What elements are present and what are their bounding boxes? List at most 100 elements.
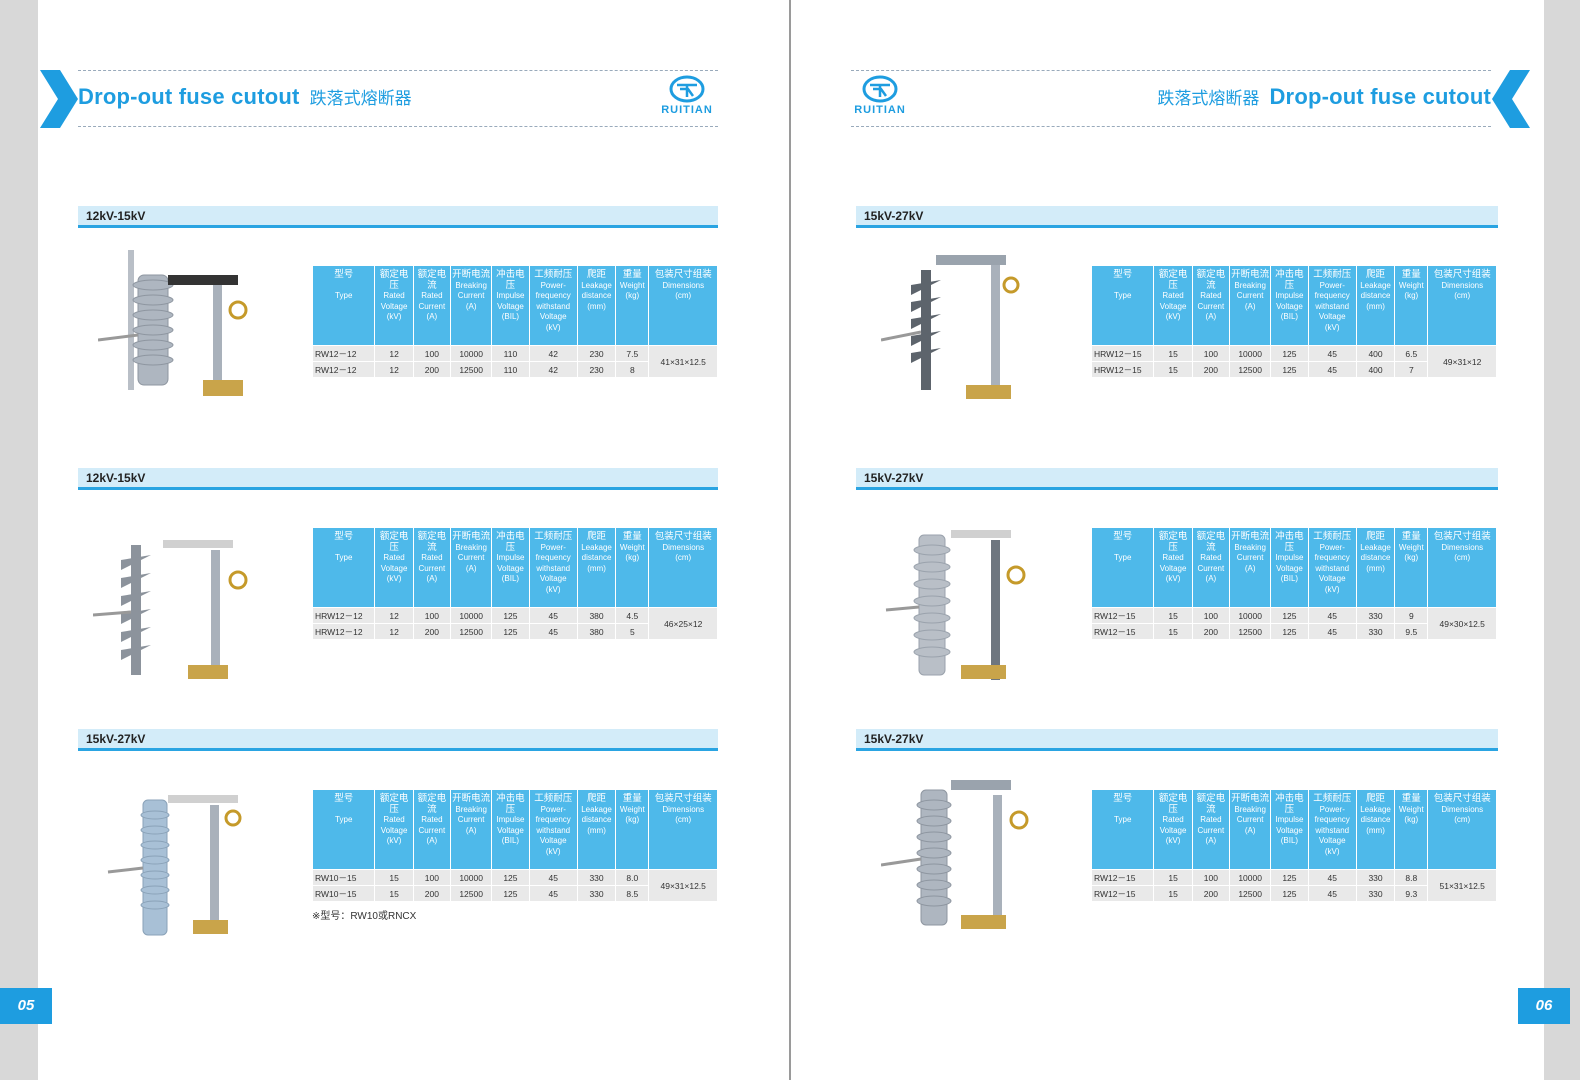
table-cell: 330 [1355, 869, 1396, 886]
table-cell: 9.3 [1394, 885, 1429, 902]
table-cell: 100 [412, 607, 452, 624]
table-cell: 45 [1307, 885, 1357, 902]
table-cell: 8.8 [1394, 869, 1429, 886]
table-cell: 10000 [1228, 345, 1272, 362]
table-cell: 9.5 [1394, 623, 1429, 640]
table-cell: 10000 [449, 345, 493, 362]
table-cell: 15 [1153, 623, 1193, 640]
table-cell: 10000 [449, 607, 493, 624]
table-cell: 125 [1270, 607, 1309, 624]
section-bar: 15kV-27kV [856, 468, 1498, 490]
table-cell: 100 [1191, 607, 1231, 624]
dimensions-cell: 41×31×12.5 [648, 345, 718, 378]
page-header: Drop-out fuse cutout 跌落式熔断器 RUITIAN [78, 70, 718, 128]
dimensions-cell: 49×31×12 [1427, 345, 1497, 378]
table-cell: 12500 [449, 885, 493, 902]
table-cell: 45 [528, 607, 578, 624]
model-note: ※型号：RW10或RNCX [312, 911, 417, 922]
table-cell: 125 [491, 607, 530, 624]
dimensions-cell: 46×25×12 [648, 607, 718, 640]
brand-logo: RUITIAN [654, 74, 720, 124]
table-cell: 125 [1270, 869, 1309, 886]
table-cell: 125 [491, 623, 530, 640]
table-cell: 12500 [1228, 623, 1272, 640]
fuse-cutout-image [880, 765, 1081, 945]
table-cell: 125 [491, 869, 530, 886]
brand-name: RUITIAN [854, 104, 906, 116]
table-cell: 8.0 [615, 869, 650, 886]
table-cell: HRW12－15 [1090, 345, 1155, 362]
fuse-cutout-image [880, 240, 1081, 420]
table-cell: 400 [1355, 361, 1396, 378]
table-cell: 15 [374, 869, 414, 886]
table-cell: 100 [1191, 345, 1231, 362]
table-cell: 100 [1191, 869, 1231, 886]
page-header: RUITIAN 跌落式熔断器 Drop-out fuse cutout [851, 70, 1491, 128]
table-cell: 45 [1307, 623, 1357, 640]
chevron-left-icon [1492, 70, 1530, 128]
table-cell: 15 [1153, 607, 1193, 624]
table-cell: 45 [1307, 607, 1357, 624]
table-cell: 12500 [449, 361, 493, 378]
page-title: 跌落式熔断器 Drop-out fuse cutout [1157, 84, 1491, 109]
table-cell: 380 [576, 607, 617, 624]
table-cell: 330 [1355, 885, 1396, 902]
table-cell: 200 [1191, 361, 1231, 378]
table-cell: 230 [576, 361, 617, 378]
table-cell: 10000 [449, 869, 493, 886]
table-cell: HRW12－12 [311, 607, 376, 624]
table-cell: 42 [528, 345, 578, 362]
table-cell: 200 [1191, 623, 1231, 640]
table-cell: 7.5 [615, 345, 650, 362]
dimensions-cell: 49×31×12.5 [648, 869, 718, 902]
fuse-cutout-image [881, 515, 1081, 695]
table-cell: RW12－15 [1090, 607, 1155, 624]
table-cell: 10000 [1228, 869, 1272, 886]
table-cell: 15 [1153, 345, 1193, 362]
brand-logo: RUITIAN [847, 74, 913, 124]
table-cell: 380 [576, 623, 617, 640]
table-cell: RW12－12 [311, 361, 376, 378]
table-cell: 12 [374, 345, 414, 362]
section-bar: 12kV-15kV [78, 206, 718, 228]
chevron-right-icon [40, 70, 78, 128]
table-cell: 5 [615, 623, 650, 640]
table-cell: 12500 [449, 623, 493, 640]
